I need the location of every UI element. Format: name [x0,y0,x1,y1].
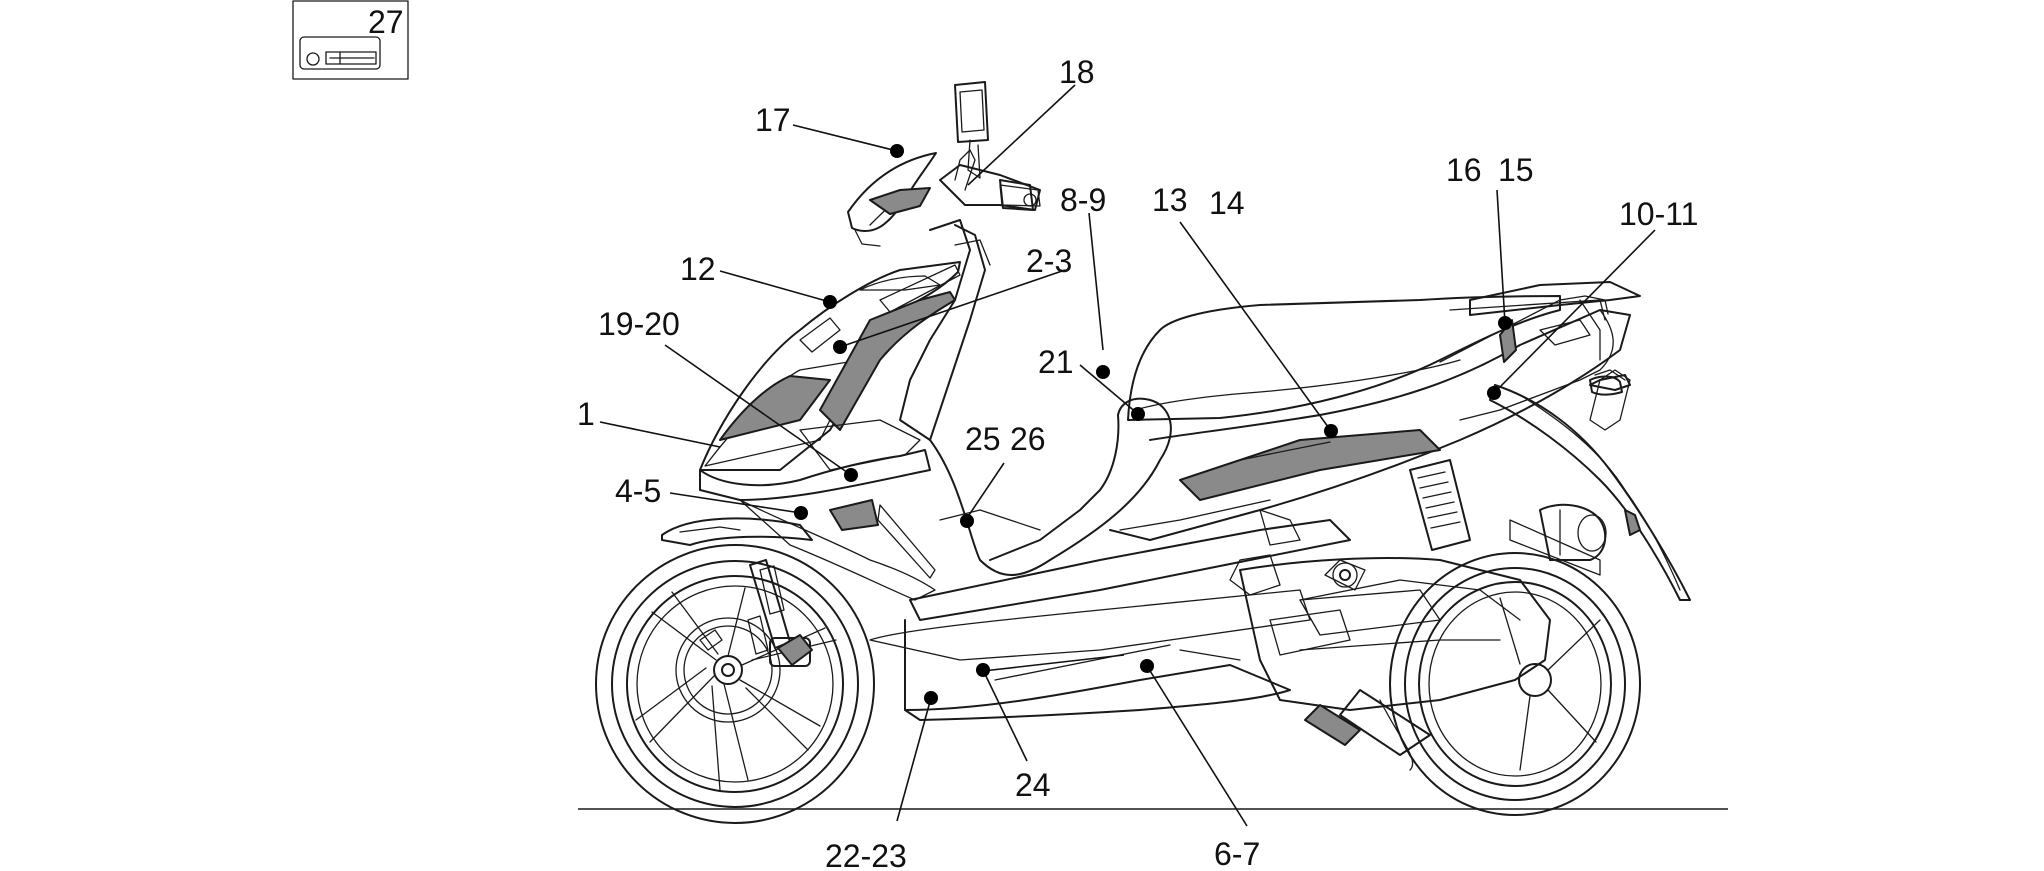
callout-dot-6-7 [1140,659,1154,673]
callout-label-12: 12 [680,251,716,287]
callout-label-26: 26 [1010,421,1046,457]
callout-dot-19-20 [844,468,858,482]
callout-dot-2-3 [833,340,847,354]
steering-column [899,219,986,441]
callout-label-19-20: 19-20 [598,306,680,342]
callout-label-15: 15 [1498,152,1534,188]
callout-label-24: 24 [1015,767,1051,803]
callout-dot-4-5 [794,506,808,520]
handlebar [939,81,1041,211]
callout-label-22-23: 22-23 [825,838,907,871]
callout-dots [794,144,1512,705]
callout-label-1: 1 [577,396,595,432]
callout-dot-25-26 [960,514,974,528]
callout-label-10-11: 10-11 [1619,196,1698,232]
callout-dot-24 [976,663,990,677]
callout-label-13: 13 [1152,182,1188,218]
seat [1127,295,1561,421]
rear-fender [1489,369,1691,601]
leader-lines [599,84,1656,827]
engine-swingarm [1229,503,1607,771]
callout-label-18: 18 [1059,54,1095,90]
callout-labels: 1 2-3 4-5 6-7 8-9 10-11 12 13 14 15 16 1… [577,54,1698,871]
callout-label-17: 17 [755,102,791,138]
callout-label-2-3: 2-3 [1026,243,1072,279]
callout-label-8-9: 8-9 [1060,182,1106,218]
callout-dot-17 [890,144,904,158]
callout-label-4-5: 4-5 [615,473,661,509]
front-fork [747,559,791,655]
callout-dot-15-16 [1498,316,1512,330]
front-body [699,261,961,601]
callout-dot-12 [823,295,837,309]
front-fender [661,517,813,546]
callout-dot-10-11 [1487,386,1501,400]
callout-dot-22-23 [924,691,938,705]
callout-label-21: 21 [1038,344,1074,380]
rear-wheel [1389,552,1641,816]
body-mid [869,397,1351,721]
scooter-drawing [595,81,1691,824]
inset-label: 27 [368,4,404,40]
inset-27 [292,0,409,80]
callout-label-16: 16 [1446,152,1482,188]
rear-shock [1409,459,1471,551]
callout-dot-8-9 [1096,365,1110,379]
callout-dot-21 [1131,407,1145,421]
callout-label-6-7: 6-7 [1214,836,1260,871]
tail-light [1589,375,1623,396]
front-wheel [595,544,875,824]
callout-label-25: 25 [965,421,1001,457]
callout-label-14: 14 [1209,185,1245,221]
callout-dot-13-14 [1324,424,1338,438]
